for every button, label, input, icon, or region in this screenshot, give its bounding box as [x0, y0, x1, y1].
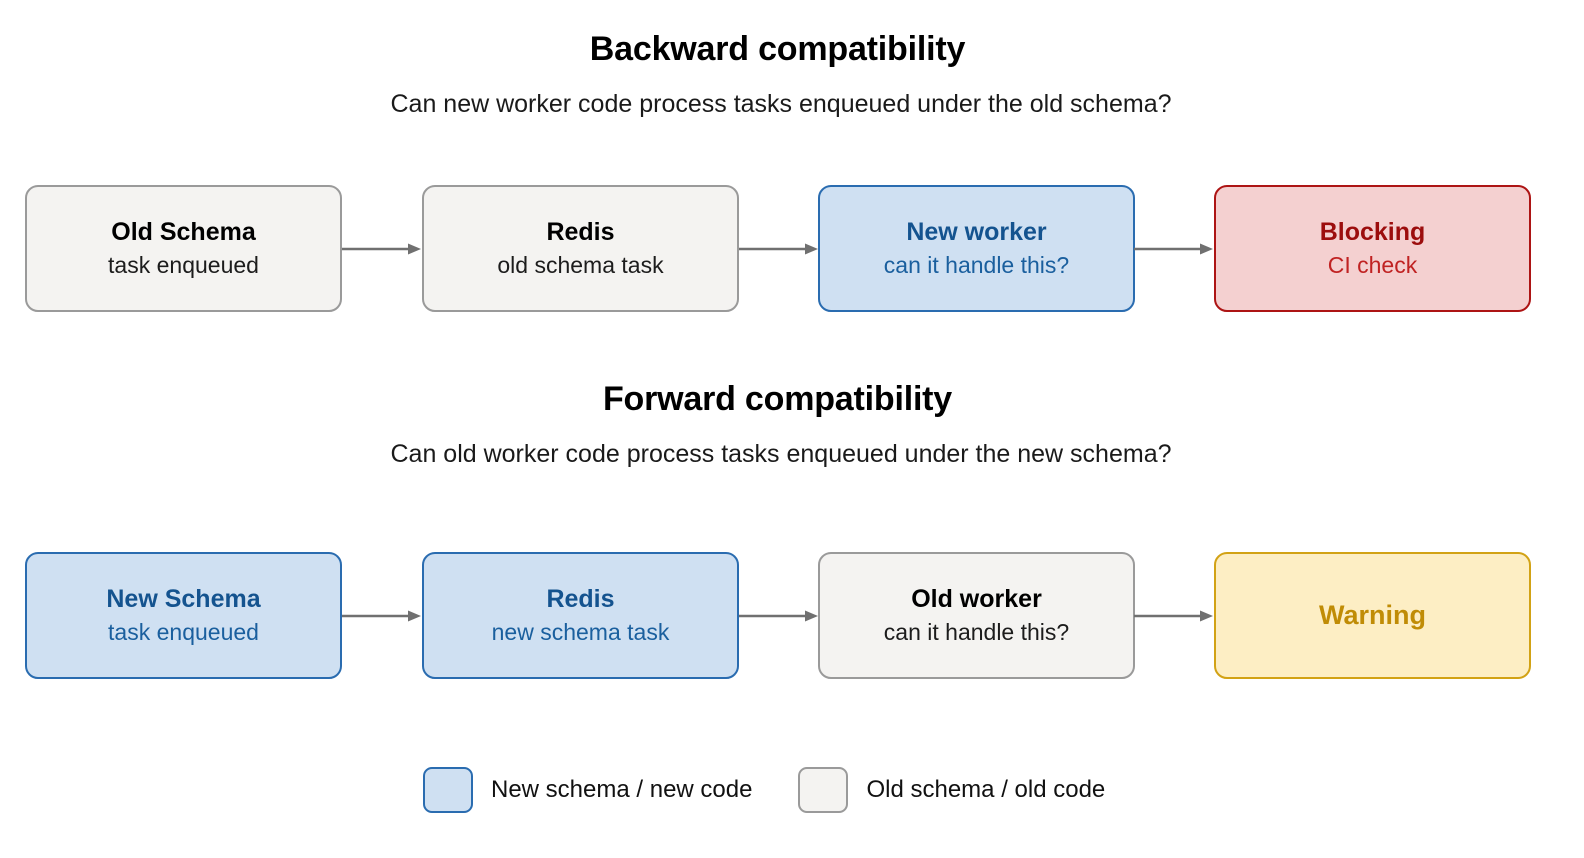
node-old-schema: Old Schema task enqueued [25, 185, 342, 312]
arrow-right-icon [342, 609, 422, 623]
legend: New schema / new code Old schema / old c… [423, 766, 1105, 814]
node-redis-old: Redis old schema task [422, 185, 739, 312]
node-blocking-ci-check: Blocking CI check [1214, 185, 1531, 312]
flow-row-backward: Old Schema task enqueued Redis old schem… [0, 185, 1584, 315]
section-subtitle-forward: Can old worker code process tasks enqueu… [390, 440, 1172, 468]
legend-label: New schema / new code [491, 776, 753, 803]
node-subtitle: new schema task [491, 618, 670, 645]
node-title: New worker [906, 218, 1047, 247]
node-old-worker: Old worker can it handle this? [818, 552, 1135, 679]
node-redis-new: Redis new schema task [422, 552, 739, 679]
node-title: Redis [546, 218, 615, 247]
flow-row-forward: New Schema task enqueued Redis new schem… [0, 552, 1584, 682]
node-new-schema: New Schema task enqueued [25, 552, 342, 679]
section-title-backward: Backward compatibility [589, 30, 966, 68]
arrow-right-icon [1134, 242, 1214, 256]
node-new-worker: New worker can it handle this? [818, 185, 1135, 312]
arrow-right-icon [739, 609, 819, 623]
node-subtitle: can it handle this? [883, 618, 1070, 645]
node-warning: Warning [1214, 552, 1531, 679]
node-subtitle: old schema task [497, 251, 664, 278]
node-title: Old Schema [111, 218, 256, 247]
legend-swatch-gray-icon [798, 767, 849, 813]
node-title: Warning [1319, 599, 1426, 630]
node-title: Old worker [911, 585, 1042, 614]
node-subtitle: task enqueued [108, 618, 259, 645]
legend-item-old: Old schema / old code [798, 767, 1105, 813]
node-subtitle: task enqueued [108, 251, 259, 278]
node-title: Blocking [1319, 218, 1426, 247]
node-subtitle: CI check [1327, 251, 1418, 278]
node-title: New Schema [106, 585, 261, 614]
legend-swatch-blue-icon [423, 767, 473, 813]
legend-label: Old schema / old code [866, 776, 1106, 803]
section-title-forward: Forward compatibility [602, 380, 953, 418]
section-subtitle-backward: Can new worker code process tasks enqueu… [390, 90, 1172, 118]
node-title: Redis [546, 585, 615, 614]
arrow-right-icon [1134, 609, 1214, 623]
node-subtitle: can it handle this? [883, 251, 1070, 278]
arrow-right-icon [739, 242, 819, 256]
arrow-right-icon [342, 242, 422, 256]
legend-item-new: New schema / new code [423, 767, 752, 813]
